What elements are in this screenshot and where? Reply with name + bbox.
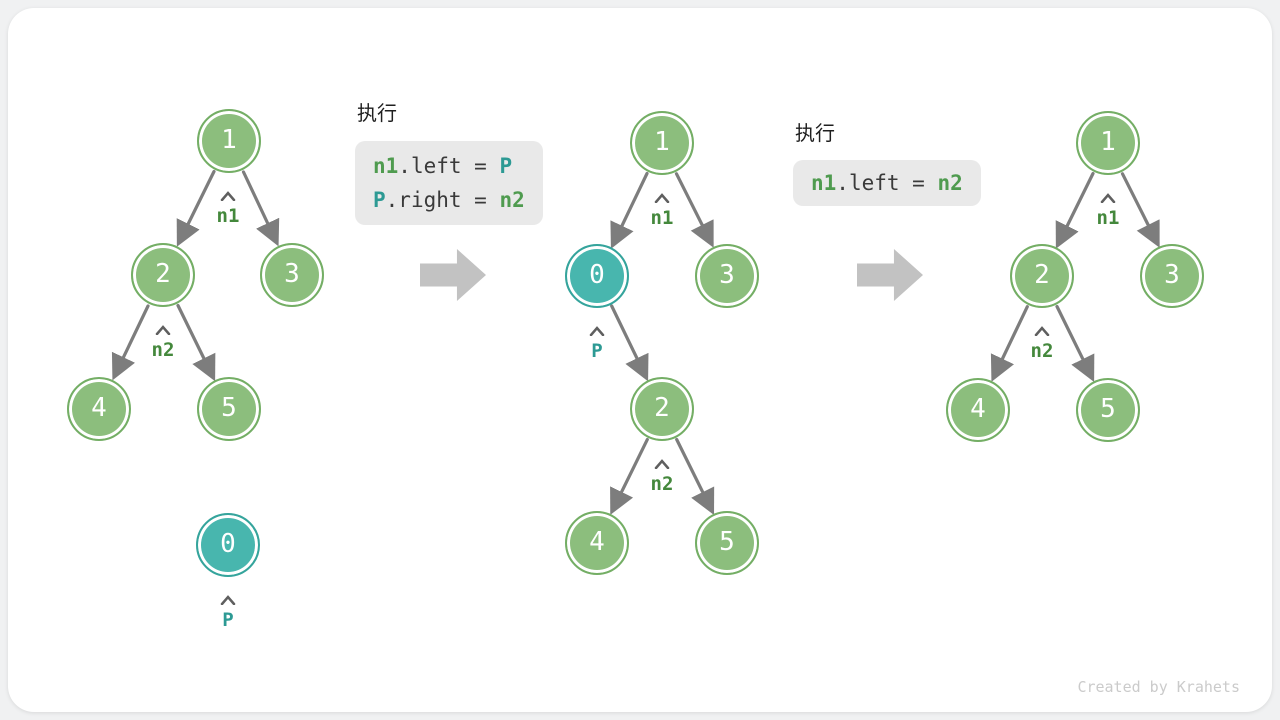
up-caret-icon	[220, 186, 236, 202]
tree1-node-2: 2	[131, 243, 195, 307]
code-box-2: n1.left = n2	[793, 160, 981, 206]
up-caret-icon	[589, 321, 605, 337]
pointer-label-n1: n1	[650, 207, 674, 229]
tree1-node-1: 1	[197, 109, 261, 173]
tree1-node-3: 3	[260, 243, 324, 307]
up-caret-icon	[1034, 321, 1050, 337]
code-line: P.right = n2	[373, 183, 525, 217]
code-token-n2: n2	[499, 188, 525, 212]
code-token-P: P	[373, 188, 386, 212]
pointer-label-P: P	[222, 609, 234, 631]
tree3-node-4: 4	[946, 378, 1010, 442]
tree3-node-2: 2	[1010, 244, 1074, 308]
tree3-node-5: 5	[1076, 378, 1140, 442]
up-caret-icon	[220, 590, 236, 606]
tree2-node-2: 2	[630, 377, 694, 441]
code-token-P: P	[499, 154, 513, 178]
pointer-label-n2: n2	[650, 473, 674, 495]
tree3-node-3: 3	[1140, 244, 1204, 308]
code-token: .left =	[398, 154, 500, 178]
tree2-node-1: 1	[630, 111, 694, 175]
watermark: Created by Krahets	[1077, 678, 1240, 696]
code-token: .right =	[385, 188, 500, 212]
tree2-node-0: 0	[565, 244, 629, 308]
code-token-n1: n1	[811, 171, 837, 195]
exec-title-2: 执行	[795, 123, 835, 145]
pointer-label-n1: n1	[216, 205, 240, 227]
up-caret-icon	[654, 454, 670, 470]
up-caret-icon	[155, 320, 171, 336]
tree2-node-5: 5	[695, 511, 759, 575]
code-line: n1.left = P	[373, 149, 525, 183]
up-caret-icon	[1100, 188, 1116, 204]
code-token-n1: n1	[373, 154, 399, 178]
diagram-card	[8, 8, 1272, 712]
tree2-node-3: 3	[695, 244, 759, 308]
code-token: .left =	[836, 171, 938, 195]
code-line: n1.left = n2	[811, 166, 963, 200]
tree1-node-5: 5	[197, 377, 261, 441]
tree2-node-4: 4	[565, 511, 629, 575]
tree1-node-0: 0	[196, 513, 260, 577]
pointer-label-n2: n2	[1030, 340, 1054, 362]
exec-title-1: 执行	[357, 103, 397, 125]
pointer-label-P: P	[591, 340, 603, 362]
tree1-node-4: 4	[67, 377, 131, 441]
code-token-n2: n2	[937, 171, 963, 195]
pointer-label-n1: n1	[1096, 207, 1120, 229]
pointer-label-n2: n2	[151, 339, 175, 361]
code-box-1: n1.left = P P.right = n2	[355, 141, 543, 225]
up-caret-icon	[654, 188, 670, 204]
tree3-node-1: 1	[1076, 111, 1140, 175]
